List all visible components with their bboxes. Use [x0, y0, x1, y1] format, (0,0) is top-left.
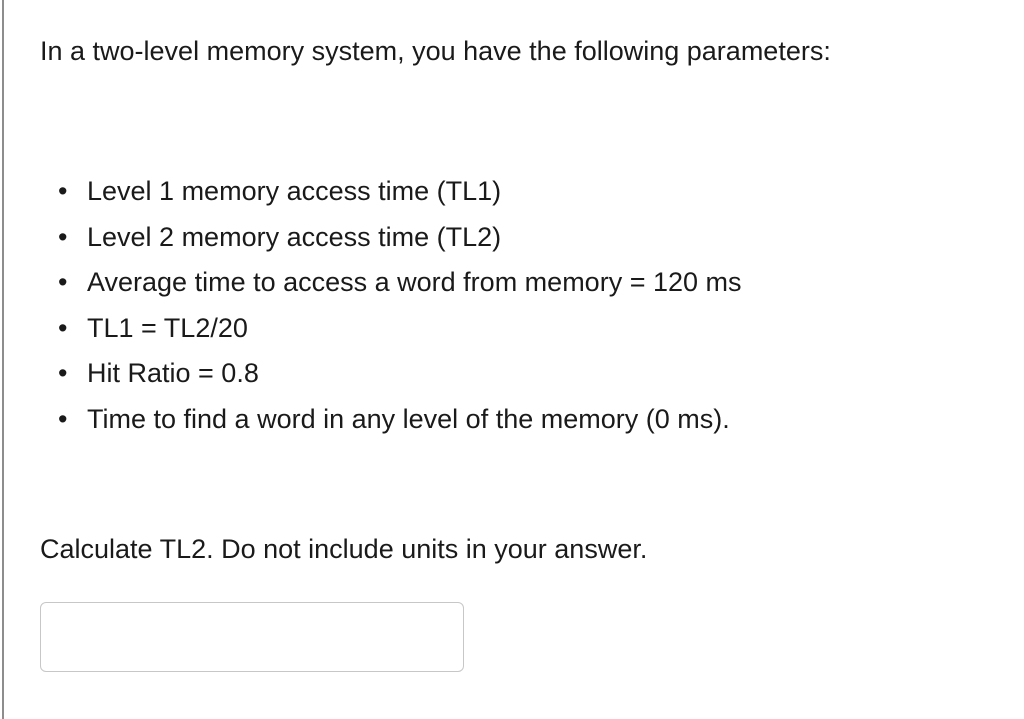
question-body: In a two-level memory system, you have t…	[40, 0, 984, 672]
answer-input[interactable]	[40, 602, 464, 672]
question-prompt-text: Calculate TL2. Do not include units in y…	[40, 534, 648, 564]
question-intro-text: In a two-level memory system, you have t…	[40, 36, 831, 66]
list-prompt-spacer	[40, 442, 984, 532]
list-item: • Level 1 memory access time (TL1)	[40, 169, 984, 215]
page-left-rule	[2, 0, 4, 719]
list-item-label: Hit Ratio = 0.8	[87, 358, 259, 388]
bullet-icon: •	[58, 267, 68, 297]
bullet-icon: •	[58, 221, 68, 252]
answer-field-wrapper	[40, 566, 984, 672]
bullet-icon: •	[58, 403, 68, 434]
parameter-list: • Level 1 memory access time (TL1) • Lev…	[40, 169, 984, 442]
list-item: • Average time to access a word from mem…	[40, 260, 984, 306]
list-item-label: TL1 = TL2/20	[87, 312, 248, 343]
intro-list-spacer	[40, 68, 984, 169]
list-item-label: Level 1 memory access time (TL1)	[87, 176, 502, 206]
list-item-label: Average time to access a word from memor…	[87, 267, 742, 297]
list-item: • Time to find a word in any level of th…	[40, 397, 984, 443]
list-item: • Hit Ratio = 0.8	[40, 351, 984, 397]
bullet-icon: •	[58, 176, 68, 206]
list-item: • Level 2 memory access time (TL2)	[40, 215, 984, 261]
list-item: • TL1 = TL2/20	[40, 306, 984, 352]
bullet-icon: •	[58, 358, 68, 388]
list-item-label: Level 2 memory access time (TL2)	[87, 221, 502, 252]
list-item-label: Time to find a word in any level of the …	[87, 403, 730, 434]
bullet-icon: •	[58, 312, 68, 343]
